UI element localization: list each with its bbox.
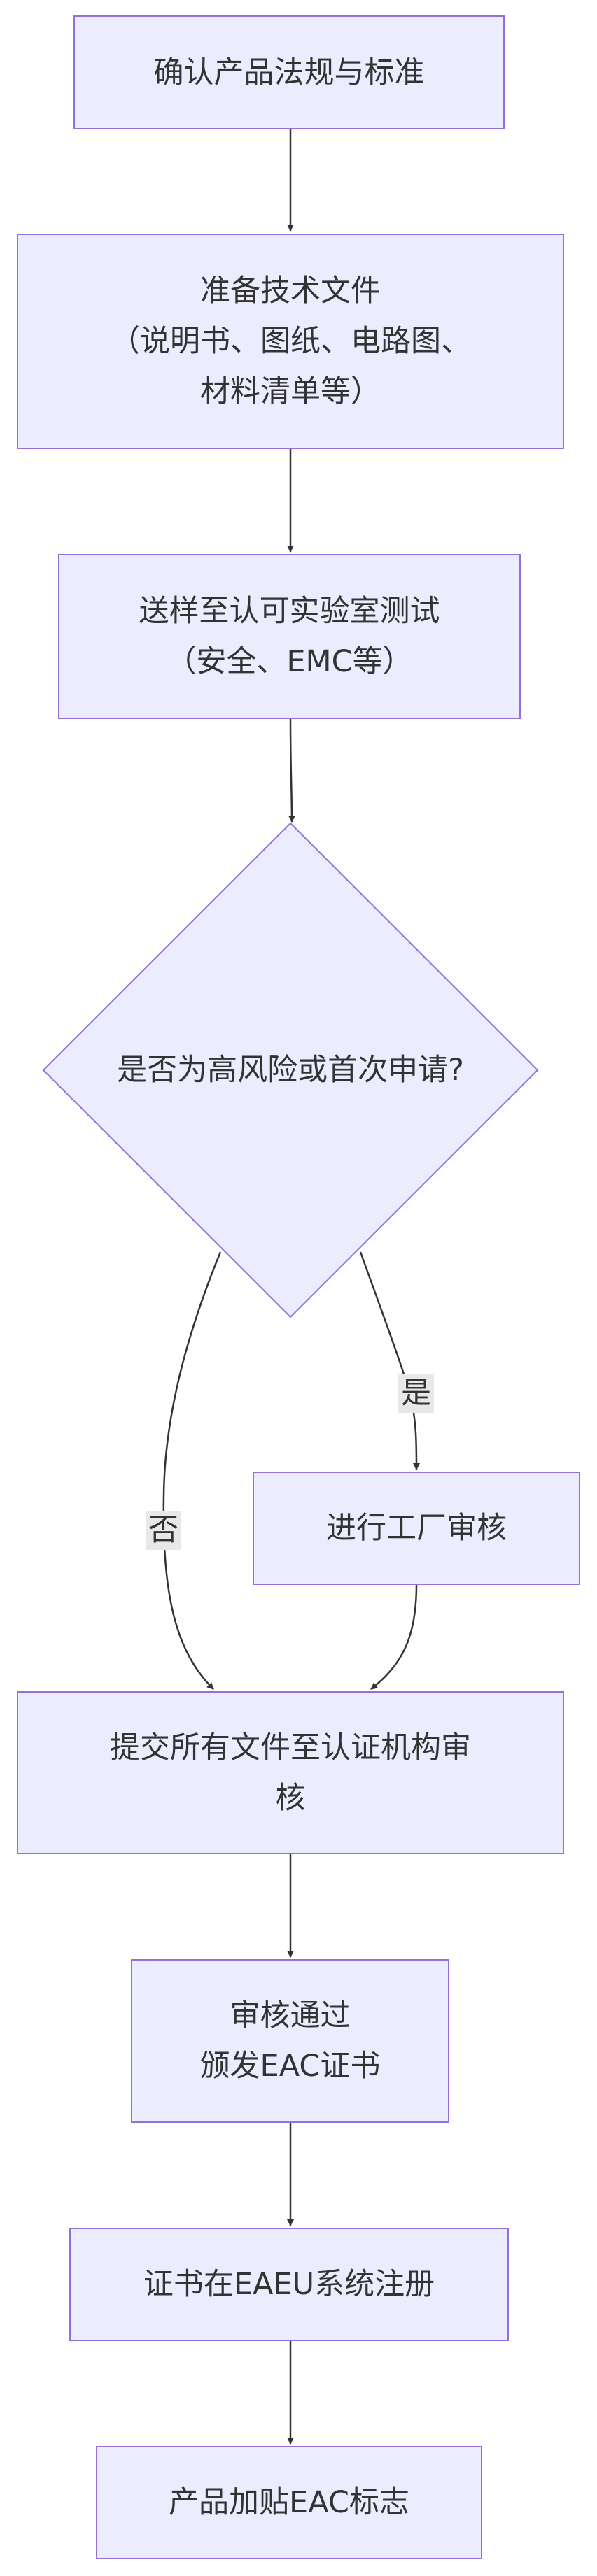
node-approval-issue-cert-label: 审核通过 颁发EAC证书 bbox=[199, 1998, 381, 2084]
node-confirm-regulations-label: 确认产品法规与标准 bbox=[153, 55, 425, 90]
node-confirm-regulations: 确认产品法规与标准 bbox=[73, 15, 505, 129]
edge-testing-to-decision bbox=[288, 718, 295, 823]
edge-decision-to-submit bbox=[162, 1251, 222, 1690]
node-submit-documents: 提交所有文件至认证机构审 核 bbox=[17, 1691, 564, 1854]
node-submit-documents-label: 提交所有文件至认证机构审 核 bbox=[110, 1730, 471, 1816]
node-send-sample-testing-label: 送样至认可实验室测试 （安全、EMC等） bbox=[139, 594, 440, 679]
node-decision-high-risk-label: 是否为高风险或首次申请? bbox=[117, 1053, 464, 1088]
edge-decision-to-audit bbox=[359, 1251, 420, 1470]
node-register-eaeu: 证书在EAEU系统注册 bbox=[69, 2228, 509, 2341]
node-prepare-technical-docs-label: 准备技术文件 （说明书、图纸、电路图、 材料清单等） bbox=[110, 273, 471, 409]
decision-diamond-shape bbox=[42, 822, 539, 1318]
node-send-sample-testing: 送样至认可实验室测试 （安全、EMC等） bbox=[58, 554, 521, 719]
edge-label-yes: 是 bbox=[398, 1374, 434, 1413]
node-register-eaeu-label: 证书在EAEU系统注册 bbox=[143, 2267, 435, 2302]
node-apply-eac-mark-label: 产品加贴EAC标志 bbox=[169, 2485, 409, 2520]
node-factory-audit: 进行工厂审核 bbox=[253, 1472, 580, 1585]
edge-audit-to-submit bbox=[370, 1584, 418, 1690]
node-prepare-technical-docs: 准备技术文件 （说明书、图纸、电路图、 材料清单等） bbox=[17, 234, 564, 449]
node-factory-audit-label: 进行工厂审核 bbox=[326, 1511, 507, 1546]
node-approval-issue-cert: 审核通过 颁发EAC证书 bbox=[131, 1959, 449, 2123]
edge-label-no: 否 bbox=[146, 1511, 181, 1550]
node-apply-eac-mark: 产品加贴EAC标志 bbox=[96, 2446, 482, 2559]
